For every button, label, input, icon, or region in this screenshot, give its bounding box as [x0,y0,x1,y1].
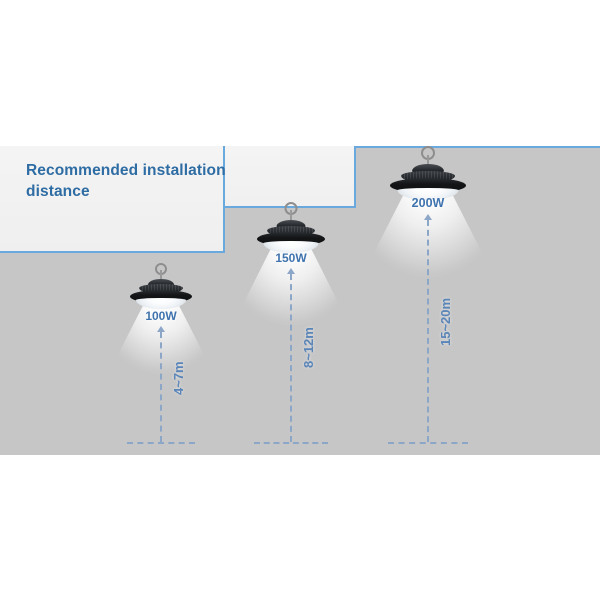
wattage-label-200w: 200W [411,196,445,210]
measure-line-200w [427,220,429,442]
distance-label-200w: 15~20m [438,297,453,346]
fixture-top-150w [276,220,306,229]
callout-panel-lower-step: Recommended installation distance [0,146,226,253]
measure-arrow-150w [287,268,295,274]
distance-label-150w: 8~12m [301,327,316,368]
ground-line-150w [254,442,328,444]
high-bay-fixture-150w [257,220,325,253]
wattage-label-100w: 100W [145,309,177,323]
diagram-canvas: Recommended installation distance 100W 4… [0,146,600,455]
measure-arrow-200w [424,214,432,220]
fixture-heatsink-150w [267,226,315,237]
fixture-top-100w [148,279,174,287]
wattage-label-150w: 150W [275,251,307,265]
ground-line-100w [127,442,195,444]
hanger-rod-150w [290,210,292,222]
high-bay-fixture-200w [390,164,466,200]
ground-line-200w [388,442,468,444]
fixture-top-200w [412,164,444,174]
page-title: Recommended installation distance [26,162,226,200]
high-bay-fixture-100w [130,279,192,309]
fixture-lens-150w [263,241,319,253]
measure-line-150w [290,274,292,442]
measure-line-100w [160,332,162,442]
fixture-lens-200w [397,188,459,200]
panel-top-rail [356,146,600,148]
measure-arrow-100w [157,326,165,332]
fixture-lens-100w [136,298,186,309]
hanger-rod-200w [427,155,429,167]
fixture-heatsink-100w [139,284,183,294]
hanger-rod-100w [160,270,162,281]
distance-label-100w: 4~7m [171,361,186,395]
